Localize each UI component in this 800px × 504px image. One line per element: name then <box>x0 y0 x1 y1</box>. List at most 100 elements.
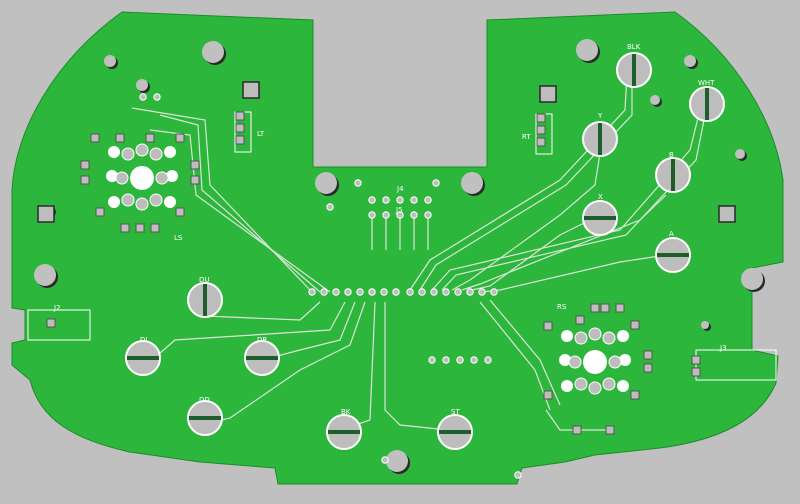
label-dl: DL <box>140 336 149 344</box>
mounting-hole <box>701 321 709 329</box>
round-pad <box>308 288 316 296</box>
square-pad <box>691 355 701 365</box>
button-bar <box>705 88 709 120</box>
stick-pad <box>588 381 602 395</box>
button-bar <box>328 430 360 434</box>
trace-line <box>471 214 601 291</box>
stick-hole <box>561 380 573 392</box>
stick-pad <box>149 147 163 161</box>
label-dr: DR <box>257 336 267 344</box>
stick-hole <box>108 196 120 208</box>
stick-hole <box>559 354 571 366</box>
mounting-hole <box>741 268 763 290</box>
round-pad <box>153 93 161 101</box>
square-pad <box>80 175 90 185</box>
round-pad <box>332 288 340 296</box>
stick-hole <box>617 330 629 342</box>
round-pad <box>430 288 438 296</box>
square-pad <box>115 133 125 143</box>
round-pad <box>428 356 436 364</box>
trace-line <box>441 109 707 291</box>
square-pad <box>643 363 653 373</box>
label-j3: J3 <box>719 344 727 352</box>
round-pad <box>368 288 376 296</box>
round-pad <box>354 179 362 187</box>
square-pad <box>90 133 100 143</box>
stick-pad <box>121 193 135 207</box>
label-bk: BK <box>341 408 351 416</box>
trace-line <box>489 299 561 406</box>
stick-footprints <box>106 143 631 395</box>
square-pad <box>175 207 185 217</box>
square-pad <box>536 137 546 147</box>
square-pad <box>575 315 585 325</box>
label-a: A <box>669 230 674 238</box>
button-bar <box>189 416 221 420</box>
stick-pad <box>608 355 622 369</box>
stick-center <box>130 166 154 190</box>
round-pad <box>424 211 432 219</box>
square-pad <box>590 303 600 313</box>
trace-line <box>204 301 321 321</box>
stick-pad <box>155 171 169 185</box>
round-pad <box>418 288 426 296</box>
stick-hole <box>617 380 629 392</box>
mounting-hole <box>386 450 408 472</box>
square-pad <box>80 160 90 170</box>
round-pad <box>320 288 328 296</box>
round-pad <box>442 356 450 364</box>
square-pad <box>120 223 130 233</box>
trace-line <box>131 107 311 291</box>
mounting-hole <box>136 79 148 91</box>
button-bar <box>671 159 675 191</box>
square-pad <box>536 113 546 123</box>
round-pad <box>454 288 462 296</box>
mounting-hole <box>650 95 660 105</box>
round-pad <box>456 356 464 364</box>
round-pad <box>356 288 364 296</box>
round-pad <box>432 179 440 187</box>
label-st: ST <box>451 408 460 416</box>
button-bar <box>584 216 616 220</box>
stick-pad <box>121 147 135 161</box>
round-pad <box>368 196 376 204</box>
stick-hole <box>164 196 176 208</box>
round-pads <box>139 93 522 479</box>
stick-pad <box>574 331 588 345</box>
label-y: Y <box>597 112 603 120</box>
silkscreen-rect <box>695 349 777 381</box>
round-pad <box>490 288 498 296</box>
stick-hole <box>108 146 120 158</box>
mounting-hole <box>461 172 483 194</box>
round-pad <box>396 211 404 219</box>
round-pad <box>368 211 376 219</box>
trace-line <box>159 114 321 293</box>
mounting-hole <box>34 264 56 286</box>
button-bar <box>246 356 278 360</box>
stick-hole <box>164 146 176 158</box>
round-pad <box>478 288 486 296</box>
mounting-hole <box>576 39 598 61</box>
label-dd: DD <box>199 396 210 404</box>
stick-pad <box>588 327 602 341</box>
square-pad <box>630 390 640 400</box>
trace-line <box>261 301 356 361</box>
square-pads <box>37 81 736 435</box>
mounting-hole <box>684 55 696 67</box>
button-bar <box>657 253 689 257</box>
round-pad <box>344 288 352 296</box>
button-bar <box>632 54 636 86</box>
button-bar <box>203 284 207 316</box>
square-pad <box>605 425 615 435</box>
stick-pad <box>115 171 129 185</box>
square-pad <box>600 303 610 313</box>
square-pad <box>235 123 245 133</box>
round-pad <box>410 196 418 204</box>
component-square <box>242 81 260 99</box>
mounting-holes <box>34 39 765 474</box>
stick-pad <box>135 197 149 211</box>
button-bar <box>598 123 602 155</box>
label-x: X <box>598 193 603 201</box>
button-bar <box>127 356 159 360</box>
